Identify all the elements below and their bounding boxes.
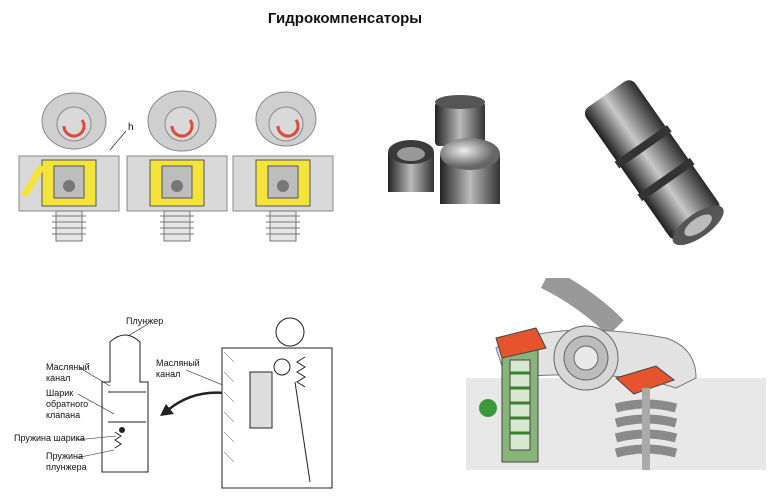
cam-unit-1: [18, 92, 120, 242]
lifter-labeled-drawing: [75, 317, 333, 489]
label-oil-channel-left: Масляный канал: [46, 362, 90, 383]
gap-label: h: [128, 122, 134, 133]
lifter-drawing: [584, 80, 724, 246]
cam-phases-diagram: h: [14, 86, 334, 246]
label-plunger: Плунжер: [126, 316, 164, 326]
page-title: Гидрокомпенсаторы: [267, 10, 423, 27]
lifter-labeled-diagram: Плунжер Масляный канал Шарик обратного к…: [10, 312, 340, 492]
lifter-photo: [558, 78, 758, 260]
label-oil-channel-right: Масляный канал: [156, 358, 200, 379]
label-check-valve-ball: Шарик обратного клапана: [46, 388, 89, 420]
label-ball-spring: Пружина шарика: [14, 433, 85, 443]
cam-unit-3: [232, 91, 334, 242]
cam-phases-drawing: [18, 90, 334, 242]
rocker-arm-drawing: [466, 278, 766, 470]
lifter-cups-drawing: [388, 95, 500, 204]
label-plunger-spring: Пружина плунжера: [46, 451, 87, 472]
rocker-arm-diagram: [466, 278, 766, 470]
lifter-cups-photo: [380, 92, 520, 232]
cam-unit-2: [126, 90, 228, 242]
